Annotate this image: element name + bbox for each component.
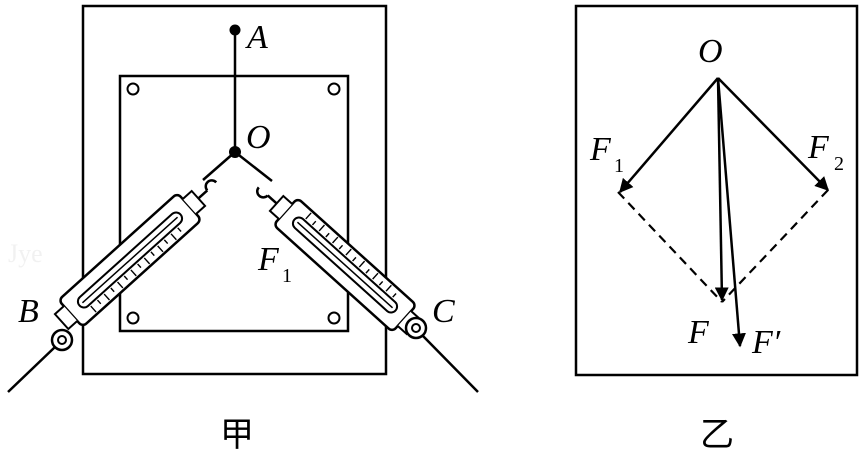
label-o-left: O	[246, 119, 271, 156]
thumbtacks	[126, 82, 341, 325]
thumbtack-top-left	[126, 82, 140, 96]
anchor-point-a	[229, 24, 241, 36]
label-o-right: O	[698, 33, 723, 70]
dashed-side-f1	[617, 191, 723, 303]
hook-left	[204, 179, 218, 192]
label-f2: F	[807, 129, 830, 166]
label-f1-right-sub: 1	[614, 155, 624, 177]
figure-right-frame	[574, 4, 859, 377]
ring-c	[404, 316, 428, 340]
spring-balance-left	[53, 179, 218, 331]
drawing-board	[81, 4, 388, 376]
hook-right	[256, 186, 269, 199]
arrow-f1	[619, 77, 719, 194]
pull-string-c	[422, 335, 479, 393]
label-f-prime: F′	[751, 324, 781, 361]
thumbtack-top-right	[327, 82, 341, 96]
arrow-f	[714, 77, 729, 302]
string-to-c	[234, 151, 273, 182]
label-f2-sub: 2	[834, 153, 844, 175]
label-c: C	[432, 293, 455, 330]
label-f1-left: F	[257, 241, 280, 278]
label-f1-left-sub: 1	[282, 265, 292, 287]
label-a: A	[245, 19, 268, 56]
arrow-f-prime	[716, 77, 746, 348]
label-f1-right: F	[589, 131, 612, 168]
watermark: Jye	[8, 239, 43, 268]
pull-string-b	[7, 346, 56, 393]
thumbtack-bottom-right	[327, 311, 341, 325]
spring-balance-right	[256, 186, 422, 336]
thumbtack-bottom-left	[126, 311, 140, 325]
label-b: B	[18, 293, 39, 330]
ring-b	[50, 328, 74, 352]
arrow-f2	[717, 77, 829, 191]
label-f: F	[687, 314, 710, 351]
figure-right: O F 1 F 2 F F′ 乙	[574, 4, 859, 455]
string-to-b	[202, 151, 236, 181]
caption-right: 乙	[700, 415, 734, 455]
caption-left: 甲	[220, 415, 254, 455]
figure-left: Jye A O	[7, 4, 479, 455]
dashed-side-f2	[721, 189, 829, 303]
